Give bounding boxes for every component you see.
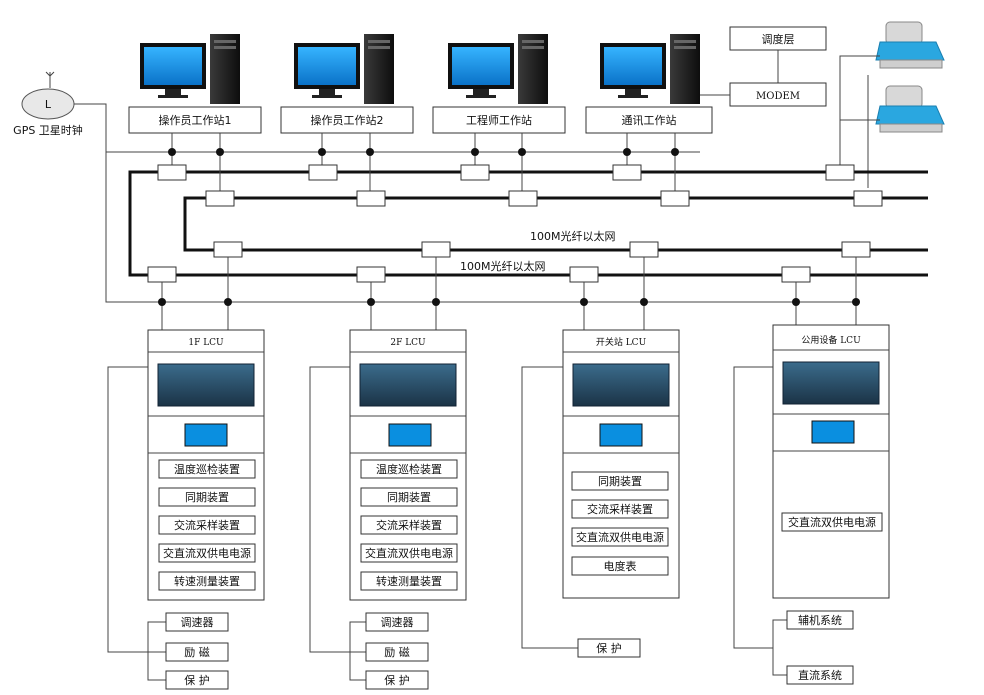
workstation-2: 操作员工作站2 bbox=[280, 34, 414, 134]
gps-label: GPS 卫星时钟 bbox=[13, 123, 83, 137]
workstation-label-box bbox=[432, 106, 566, 134]
lcu-title: 1F LCU bbox=[188, 338, 224, 348]
external-label: 励 磁 bbox=[384, 646, 410, 659]
network-bus bbox=[128, 170, 928, 277]
device-label: 交直流双供电电源 bbox=[365, 546, 453, 560]
device-label: 交直流双供电电源 bbox=[788, 515, 876, 529]
dispatch-label: 调度层 bbox=[762, 32, 795, 46]
external-label: 励 磁 bbox=[184, 646, 210, 659]
computer-tower-icon bbox=[518, 34, 548, 104]
device-label: 交流采样装置 bbox=[376, 518, 442, 532]
printer-icon bbox=[875, 21, 945, 69]
device-label: 同期装置 bbox=[185, 491, 229, 504]
external-label: 直流系统 bbox=[798, 668, 842, 682]
workstation-4: 通讯工作站 bbox=[585, 34, 713, 134]
workstation-label: 操作员工作站2 bbox=[311, 113, 384, 127]
device-label: 同期装置 bbox=[387, 491, 431, 504]
computer-tower-icon bbox=[670, 34, 700, 104]
device-label: 温度巡检装置 bbox=[174, 462, 240, 476]
device-label: 电度表 bbox=[604, 559, 637, 573]
external-label: 调速器 bbox=[381, 616, 414, 629]
external-label: 辅机系统 bbox=[798, 613, 842, 627]
device-label: 交流采样装置 bbox=[174, 518, 240, 532]
workstation-label-box bbox=[280, 106, 414, 134]
hmi-screen-icon bbox=[599, 423, 643, 447]
workstation-label-box bbox=[128, 106, 262, 134]
gps-clock: L GPS 卫星时钟 bbox=[13, 71, 83, 137]
hmi-screen-icon bbox=[388, 423, 432, 447]
network-label: 100M光纤以太网 bbox=[460, 259, 546, 273]
device-label: 交直流双供电电源 bbox=[576, 530, 664, 544]
computer-tower-icon bbox=[364, 34, 394, 104]
modem-label: MODEM bbox=[756, 91, 800, 102]
workstation-label-box bbox=[585, 106, 713, 134]
lcu-cabinet-1f: 1F LCU 温度巡检装置 同期装置 交流采样装置 交直流双供电电源 转速测量装… bbox=[107, 329, 265, 690]
network-switches bbox=[147, 164, 883, 283]
network-label: 100M光纤以太网 bbox=[530, 229, 616, 243]
device-label: 交直流双供电电源 bbox=[163, 546, 251, 560]
lcu-cabinet-common: 公用设备 LCU 交直流双供电电源 辅机系统 直流系统 bbox=[733, 324, 890, 685]
clock-letter: L bbox=[45, 98, 52, 111]
workstation-label: 工程师工作站 bbox=[466, 113, 532, 127]
lcu-connections bbox=[158, 257, 860, 330]
hmi-screen-icon bbox=[184, 423, 228, 447]
device-label: 转速测量装置 bbox=[376, 574, 442, 588]
printer-icon bbox=[875, 85, 945, 133]
workstation-connections bbox=[168, 133, 679, 192]
workstation-3: 工程师工作站 bbox=[432, 34, 566, 134]
external-label: 保 护 bbox=[184, 673, 210, 687]
device-label: 温度巡检装置 bbox=[376, 462, 442, 476]
device-label: 同期装置 bbox=[598, 475, 642, 488]
plc-rack-icon bbox=[157, 363, 255, 407]
workstation-1: 操作员工作站1 bbox=[128, 34, 262, 134]
workstation-label: 通讯工作站 bbox=[622, 113, 677, 127]
lcu-cabinet-switchyard: 开关站 LCU 同期装置 交流采样装置 交直流双供电电源 电度表 保 护 bbox=[521, 329, 680, 658]
plc-rack-icon bbox=[782, 361, 880, 405]
device-label: 转速测量装置 bbox=[174, 574, 240, 588]
hmi-screen-icon bbox=[811, 420, 855, 444]
lcu-cabinet-2f: 2F LCU 温度巡检装置 同期装置 交流采样装置 交直流双供电电源 转速测量装… bbox=[309, 329, 467, 690]
plc-rack-icon bbox=[359, 363, 457, 407]
lcu-title: 公用设备 LCU bbox=[801, 334, 861, 346]
computer-tower-icon bbox=[210, 34, 240, 104]
external-label: 保 护 bbox=[596, 641, 622, 655]
external-label: 保 护 bbox=[384, 673, 410, 687]
external-label: 调速器 bbox=[181, 616, 214, 629]
device-label: 交流采样装置 bbox=[587, 502, 653, 516]
lcu-title: 开关站 LCU bbox=[596, 336, 647, 348]
lcu-title: 2F LCU bbox=[390, 338, 426, 348]
workstation-label: 操作员工作站1 bbox=[159, 113, 232, 127]
plc-rack-icon bbox=[572, 363, 670, 407]
